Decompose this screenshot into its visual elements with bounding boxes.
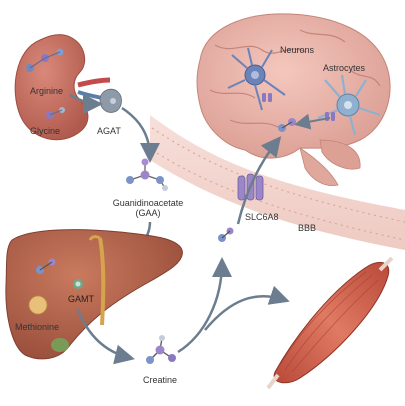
label-arginine: Arginine <box>30 86 64 96</box>
label-creatine: Creatine <box>142 375 178 385</box>
muscle-icon <box>266 256 394 390</box>
label-agat: AGAT <box>97 126 121 136</box>
label-slc6a8: SLC6A8 <box>245 212 279 222</box>
label-gaa-line2: (GAA) <box>135 208 161 218</box>
creatine-molecule-icon <box>146 335 176 364</box>
label-neurons: Neurons <box>280 45 315 55</box>
label-bbb: BBB <box>298 223 317 233</box>
arrow-agat-to-gaa <box>121 106 160 163</box>
label-methionine: Methionine <box>15 322 60 332</box>
arrow-astrocyte-to-neuron <box>294 113 331 130</box>
arrow-kidney-to-agat <box>69 93 103 114</box>
bbb-band <box>150 115 405 250</box>
astrocyte-icon <box>317 74 381 136</box>
liver-icon <box>5 229 183 360</box>
label-gaa-line1: Guanidinoacetate <box>112 198 184 208</box>
blood-creatine-icon <box>218 227 234 242</box>
brain-icon <box>196 13 391 187</box>
label-glycine: Glycine <box>30 126 61 136</box>
arrow-blood-to-brain <box>236 136 282 225</box>
brain-creatine-icon <box>278 118 296 132</box>
label-gamt: GAMT <box>68 294 94 304</box>
neuron-icon <box>227 47 286 111</box>
arrow-creatine-to-brain <box>177 257 232 354</box>
gaa-molecule-icon <box>126 158 168 191</box>
agat-enzyme-icon <box>99 88 122 113</box>
arrow-creatine-to-muscle <box>204 285 290 331</box>
label-astrocytes: Astrocytes <box>323 63 366 73</box>
arrow-liver-to-creatine <box>76 309 135 365</box>
